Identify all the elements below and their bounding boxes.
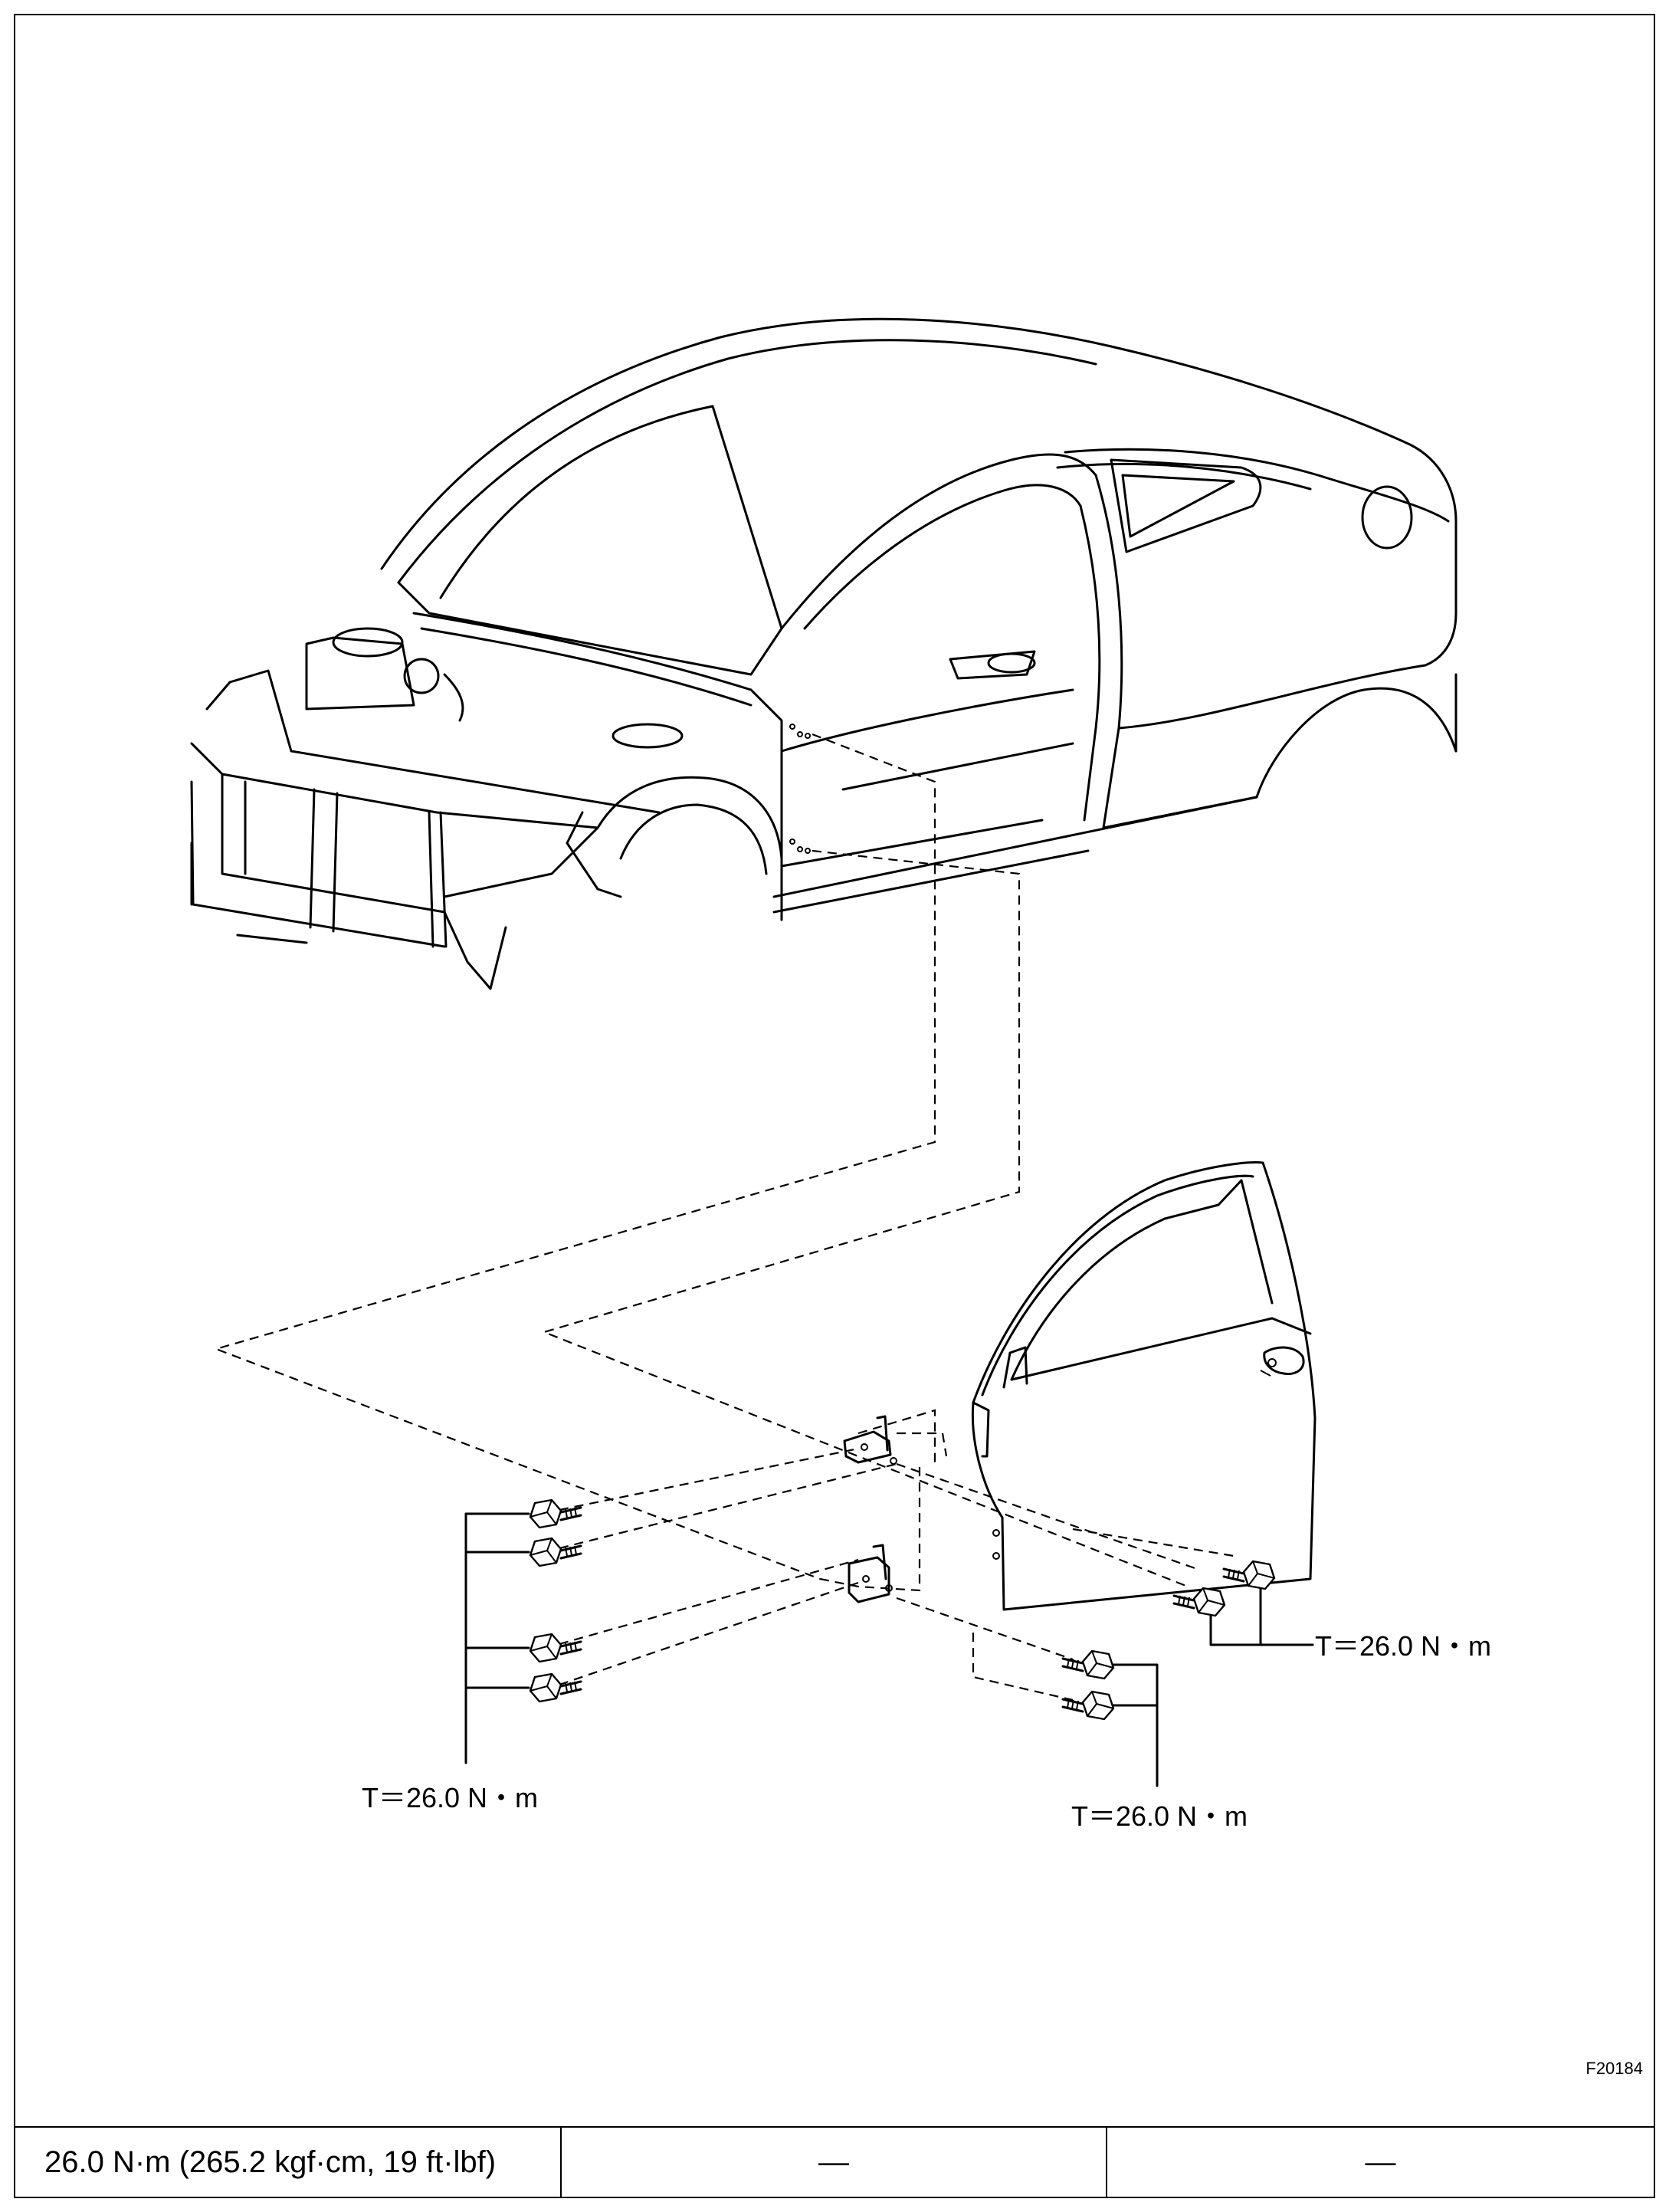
front-door [971,1161,1317,1611]
bolt-group-middle [1061,1649,1159,1787]
torque-callout-middle: T＝26.0 N・m [1071,1800,1248,1832]
spec-cell-torque: 26.0 N·m (265.2 kgf·cm, 19 ft·lbf) [15,2128,562,2197]
lower-door-hinge [848,1544,893,1603]
upper-hinge-mount-holes [789,724,811,739]
figure-id: F20184 [1585,2059,1643,2078]
bolt-group-left [464,1498,582,1764]
bolt-icon [1061,1649,1115,1680]
bolt-icon [529,1633,582,1663]
torque-spec-table: 26.0 N·m (265.2 kgf·cm, 19 ft·lbf) — — [15,2126,1654,2197]
bolt-icon [1061,1690,1115,1721]
lower-hinge-mount-holes [789,839,811,854]
bolt-icon [529,1672,582,1703]
exploded-diagram: T＝26.0 N・m T＝26.0 N・m T＝26.0 N・m [190,317,1491,1832]
drawing-sheet: T＝26.0 N・m T＝26.0 N・m T＝26.0 N・m F20184 … [14,14,1655,2198]
bolt-icon [1172,1587,1226,1617]
bolt-icon [529,1498,582,1529]
alignment-dashed-lines [213,733,1235,1702]
torque-callout-right: T＝26.0 N・m [1315,1630,1491,1662]
spec-cell-3: — [1365,2145,1396,2179]
torque-callout-left: T＝26.0 N・m [362,1782,538,1813]
upper-door-hinge [843,1415,897,1465]
bolt-icon [529,1537,582,1567]
spec-cell-2: — [562,2128,1107,2197]
bolt-icon [1222,1560,1276,1590]
bolt-group-right [1172,1560,1314,1646]
car-body-shell [190,317,1458,990]
door-handle-icon [1260,1346,1305,1377]
